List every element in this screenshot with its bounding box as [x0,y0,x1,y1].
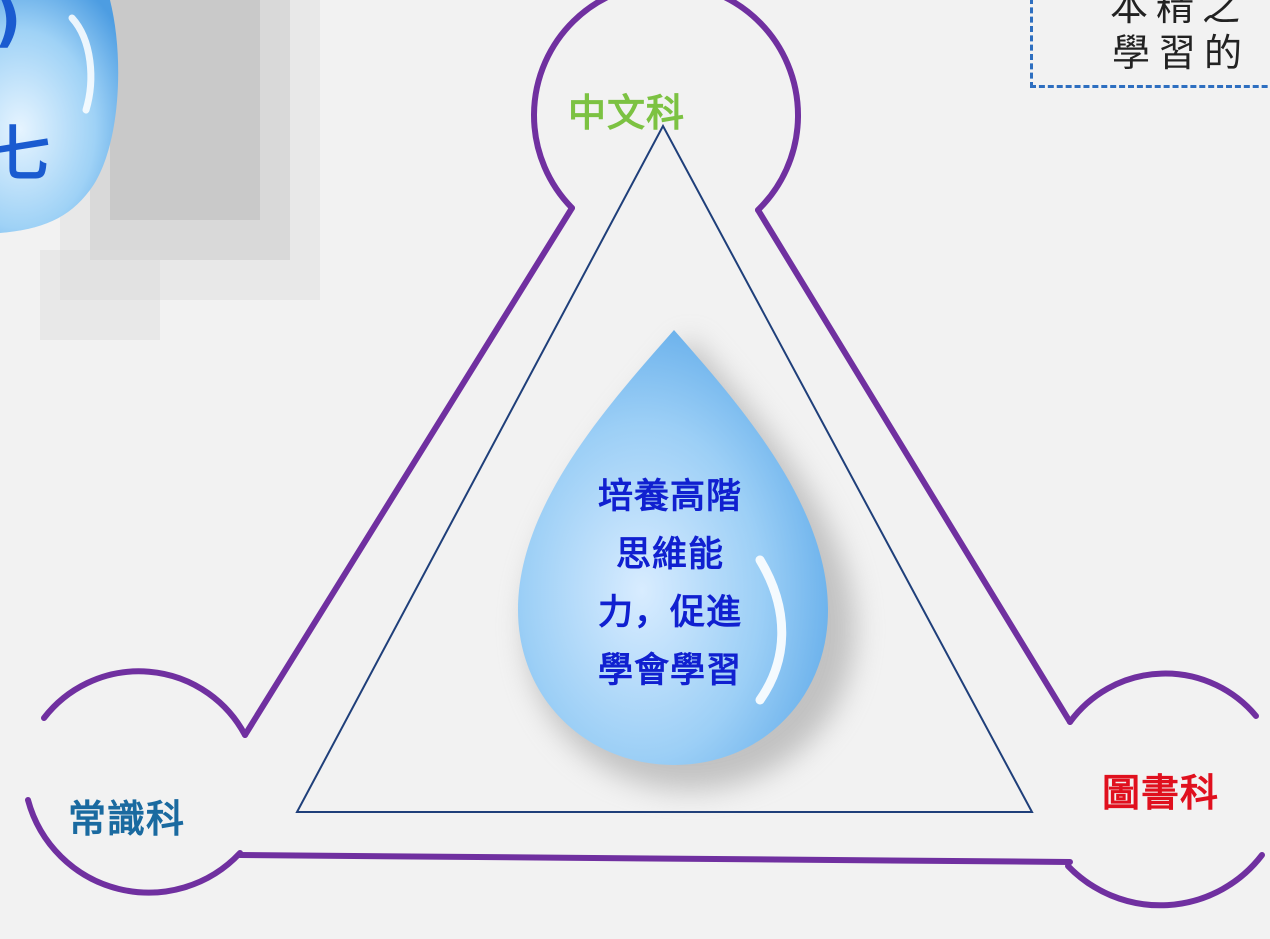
center-line-2: 思維能 [615,535,724,575]
inner-triangle [295,123,1034,813]
note-line-2: 學習的 [1112,31,1251,75]
bottom-side-line [237,852,1073,865]
node-label-chinese: 中文科 [568,91,686,135]
right-circle-arc-lower [1065,852,1265,909]
note-line-1: 本精之 [1110,0,1249,29]
drop-highlight [755,555,787,705]
top-circle-arc [531,0,801,213]
center-line-3: 力，促進 [597,593,742,633]
right-circle-arc [1067,670,1259,725]
corner-glyph-2: 七 [0,120,50,190]
mosaic-shadow [40,0,320,340]
node-label-library: 圖書科 [1102,771,1220,815]
corner-decoration: ) 七 [0,0,320,340]
left-side-line [242,205,575,738]
note-box [1030,0,1270,88]
node-label-general-studies: 常識科 [68,797,186,841]
corner-glyph-1: ) [0,0,21,55]
center-drop-group [518,330,856,790]
center-line-1: 培養高階 [597,477,742,517]
drop-highlight [68,14,95,114]
right-side-line [755,207,1073,725]
center-goal-text: 培養高階 思維能 力，促進 學會學習 [545,468,795,700]
left-circle-arc [41,668,248,738]
left-circle-arc-lower [25,797,243,896]
center-line-4: 學會學習 [597,651,742,691]
outer-frame [25,0,1265,909]
water-drop-icon [518,330,828,765]
